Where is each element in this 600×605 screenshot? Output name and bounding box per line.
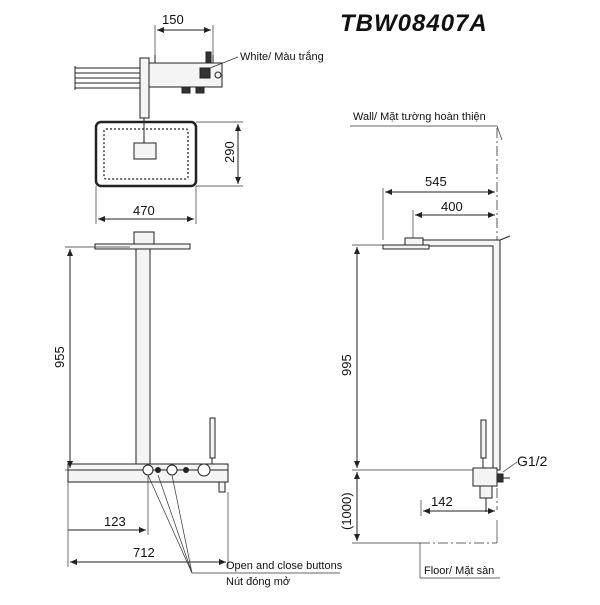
label-white: White/ Màu trắng	[240, 50, 324, 63]
thermostat-knob	[197, 463, 211, 477]
front-view: 955 123 712 Open and close buttons Nút đ…	[52, 231, 343, 588]
button-2	[166, 464, 178, 476]
column-front	[135, 248, 151, 466]
head-top-view	[94, 120, 198, 188]
top-view: 150 White/ Màu trắng	[74, 12, 324, 224]
dim-head-depth: 290	[222, 141, 237, 163]
label-buttons-vi: Nút đóng mở	[226, 576, 290, 588]
label-thread: G1/2	[517, 453, 548, 469]
label-floor: Floor/ Mặt sàn	[424, 565, 494, 577]
dim-side-offset: 142	[431, 494, 453, 509]
dim-head-width: 470	[133, 203, 155, 218]
label-buttons-en: Open and close buttons	[226, 560, 343, 572]
model-title: TBW08407A	[340, 10, 488, 37]
dim-side-height: 995	[339, 354, 354, 376]
dim-floor-height: (1000)	[339, 492, 354, 530]
head-side	[382, 244, 430, 250]
dim-bar-length: 712	[133, 545, 155, 560]
head-front	[94, 243, 191, 250]
dim-front-height: 955	[52, 346, 67, 368]
column-side	[412, 239, 501, 471]
dim-button-offset: 123	[104, 514, 126, 529]
button-1	[142, 464, 154, 476]
dim-side-reach: 545	[425, 174, 447, 189]
dim-arm-length: 400	[441, 199, 463, 214]
side-view: Wall/ Mặt tường hoàn thiện 545 400	[339, 111, 548, 579]
dim-top-width: 150	[162, 12, 184, 27]
mixer-side	[472, 467, 498, 487]
label-wall: Wall/ Mặt tường hoàn thiện	[353, 111, 486, 123]
